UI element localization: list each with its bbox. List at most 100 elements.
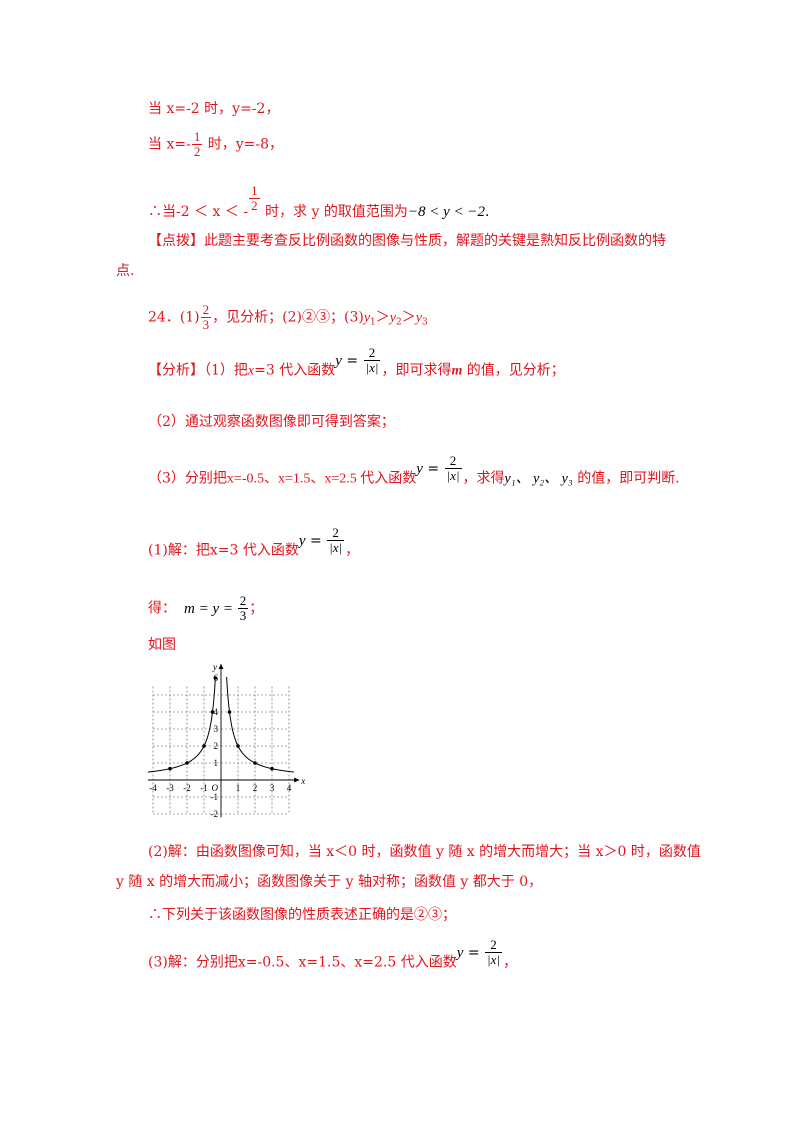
x-tick-label: 2 — [253, 783, 258, 793]
x-tick-label: -2 — [183, 783, 191, 793]
data-point — [202, 744, 206, 748]
line-text: （3）分别把 — [148, 470, 227, 487]
line-text: ，即可求得 — [381, 362, 452, 379]
line-text: 当 x=- — [148, 136, 191, 153]
y-tick-label: 6 — [214, 673, 219, 683]
solution-2-line-1: (2)解：由函数图像可知，当 x＜0 时，函数值 y 随 x 的增大而增大；当 … — [148, 843, 701, 861]
curve-right-branch — [226, 676, 294, 773]
y3: y — [415, 310, 422, 326]
x-tick-label: -1 — [200, 783, 208, 793]
function-formula: y = 2|x| — [416, 454, 462, 483]
subscript: 1 — [370, 317, 376, 328]
axes — [147, 664, 300, 818]
data-points — [168, 676, 274, 771]
line-text: =3 代入函数 — [254, 362, 336, 379]
values: x=-0.5、x=1.5、x=2.5 代入函数 — [226, 471, 417, 487]
line-text: y 随 x 的增大而减小；函数图像关于 y 轴对称；函数值 y 都大于 0， — [116, 874, 543, 890]
line-text: ，求得 — [462, 470, 505, 487]
equals: = — [422, 460, 444, 477]
line-text: ∴下列关于该函数图像的性质表述正确的是②③； — [148, 907, 456, 923]
y-tick-label: 2 — [214, 741, 219, 751]
y-tick-label: -1 — [211, 792, 219, 802]
fraction: 2|x| — [485, 937, 502, 967]
x-axis-label: x — [300, 776, 305, 786]
line-text: ，见分析；(2)②③；(3) — [212, 309, 364, 326]
equals: = — [463, 944, 485, 961]
equals: = — [341, 352, 363, 369]
dianbo-line-2: 点. — [116, 262, 134, 280]
result-expression: m = y = — [184, 600, 237, 617]
line-text: 时，求 y 的取值范围为 — [260, 204, 408, 220]
y1: y — [363, 310, 371, 326]
var-x: x — [247, 363, 255, 379]
fenxi-line-2: （2）通过观察函数图像即可得到答案； — [148, 413, 395, 431]
subscript: 3 — [421, 317, 428, 328]
function-formula: y = 2|x| — [298, 526, 345, 555]
as-figure-label: 如图 — [148, 636, 176, 654]
data-point — [213, 676, 218, 680]
y2: y — [389, 310, 396, 326]
line-text: x=3 代入函数 — [209, 542, 299, 559]
line-text: ； — [249, 600, 264, 617]
y-tick-label: 4 — [214, 707, 219, 717]
dianbo-line-1: 【点拨】此题主要考查反比例函数的图像与性质，解题的关键是熟知反比例函数的特 — [148, 232, 666, 250]
y-axis-arrow — [218, 664, 224, 669]
line-text: ， — [345, 542, 360, 559]
line-text: （2）通过观察函数图像即可得到答案； — [148, 414, 395, 430]
dianbo-text: 【点拨】此题主要考查反比例函数的图像与性质，解题的关键是熟知反比例函数的特 — [148, 233, 666, 249]
x-axis-arrow — [294, 777, 300, 783]
x-tick-label: 1 — [236, 783, 241, 793]
var-y: y — [416, 460, 423, 477]
line-text: 【分析】（1）把 — [148, 362, 248, 379]
solution-2-line-2: y 随 x 的增大而减小；函数图像关于 y 轴对称；函数值 y 都大于 0， — [116, 873, 542, 891]
y-tick-label: 3 — [214, 724, 219, 734]
line-text: 的值，即可判断. — [572, 470, 680, 487]
gt-sign: ＞ — [401, 309, 416, 326]
x-tick-label: 4 — [287, 783, 292, 793]
line-text: (2)解：由函数图像可知，当 x＜0 时，函数值 y 随 x 的增大而增大；当 … — [148, 844, 701, 860]
var-y: y — [298, 532, 306, 549]
origin-label: O — [212, 783, 219, 793]
line-text: 时，y=-8， — [203, 136, 284, 153]
data-point — [210, 710, 215, 714]
gt-sign: ＞ — [375, 309, 390, 326]
var-y: y — [335, 352, 342, 369]
x-tick-label: 3 — [270, 783, 275, 793]
line-x-neg2: 当 x=-2 时，y=-2， — [148, 100, 279, 118]
question-number: 24．(1) — [148, 309, 200, 326]
solution-3-line: (3)解：分别把x=-0.5、x=1.5、x=2.5 代入函数y = 2|x|， — [148, 938, 517, 977]
curve-left-branch — [147, 679, 216, 773]
fraction: 2|x| — [327, 525, 345, 555]
function-formula: y = 2|x| — [457, 938, 503, 967]
line-text: (1)解：把 — [148, 542, 210, 559]
solution-2-line-3: ∴下列关于该函数图像的性质表述正确的是②③； — [148, 906, 456, 924]
data-point — [253, 761, 257, 765]
x-tick-label: -4 — [149, 783, 157, 793]
line-text: 的值，见分析； — [462, 362, 565, 379]
line-text: x=-0.5、x=1.5、x=2.5 代入函数 — [237, 954, 457, 971]
data-point — [270, 766, 274, 771]
line-text: ∴当-2 ＜ x ＜ - — [148, 204, 249, 220]
equals: = — [305, 532, 327, 549]
solution-1-line: (1)解：把x=3 代入函数y = 2|x|， — [148, 526, 360, 565]
subscript: 2 — [396, 317, 402, 328]
line-text: (3)解：分别把 — [148, 954, 238, 971]
line-text: 得： — [148, 600, 176, 617]
data-point — [236, 744, 240, 748]
fraction: 2|x| — [363, 345, 381, 375]
data-point — [168, 766, 172, 771]
y-axis-label: y — [212, 662, 217, 672]
y-tick-label: 1 — [214, 758, 219, 768]
y-tick-label: -2 — [211, 809, 219, 819]
y-values: y₁、 y₂、 y₃ — [504, 471, 573, 487]
